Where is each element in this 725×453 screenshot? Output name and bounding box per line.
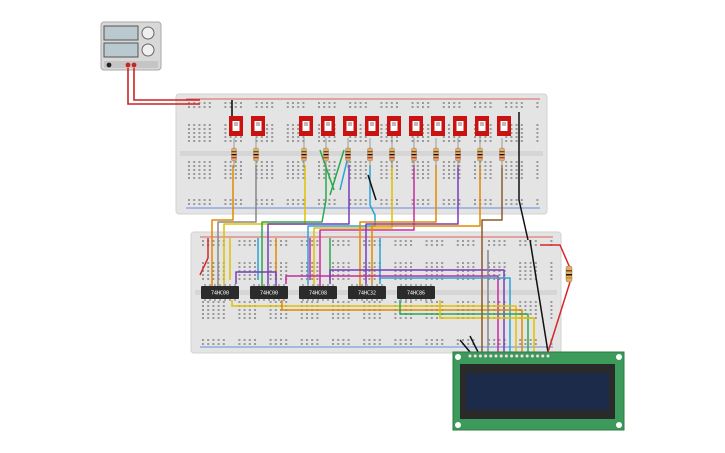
psu-positive-terminal[interactable] [125,62,131,68]
dip-switch[interactable] [299,116,313,136]
wires [199,112,571,353]
resistor [323,138,329,168]
switches[interactable] [229,116,511,136]
breadboard-bottom-holes [202,240,553,345]
resistor [455,138,461,168]
resistors [231,138,505,168]
logic-chip: 74HC00 [201,284,239,301]
dip-switch[interactable] [365,116,379,136]
dip-switch[interactable] [321,116,335,136]
dip-switch[interactable] [475,116,489,136]
logic-chip: 74HC86 [397,284,435,301]
logic-chip: 74HC08 [299,284,337,301]
resistor [499,138,505,168]
dip-switch[interactable] [431,116,445,136]
chip-label: 74HC32 [358,291,376,297]
resistor [411,138,417,168]
dip-switch[interactable] [343,116,357,136]
chip-label: 74HC00 [260,291,278,297]
logic-chip: 74HC00 [250,284,288,301]
resistor [253,138,259,168]
resistor [389,138,395,168]
power-supply[interactable] [100,21,162,71]
resistor [231,138,237,168]
logic-chip: 74HC32 [348,284,386,301]
chip-label: 74HC86 [407,291,425,297]
dip-switch[interactable] [387,116,401,136]
psu-ground-terminal[interactable] [106,62,112,68]
logic-chips: 74HC00 74HC00 74HC08 74HC32 74HC86 [201,284,435,301]
lcd-contrast-resistor [565,265,573,283]
dip-switch[interactable] [229,116,243,136]
lcd-pins [468,354,550,358]
lcd-screen [466,373,609,410]
resistor [367,138,373,168]
power-wires [127,68,233,118]
psu-positive-terminal-2[interactable] [131,62,137,68]
resistor [345,138,351,168]
dip-switch[interactable] [409,116,423,136]
dip-switch[interactable] [251,116,265,136]
resistor [301,138,307,168]
chip-label: 74HC08 [309,291,327,297]
resistor [433,138,439,168]
resistor [477,138,483,168]
chip-label: 74HC00 [211,291,229,297]
dip-switch[interactable] [497,116,511,136]
lcd-display [452,351,625,431]
dip-switch[interactable] [453,116,467,136]
